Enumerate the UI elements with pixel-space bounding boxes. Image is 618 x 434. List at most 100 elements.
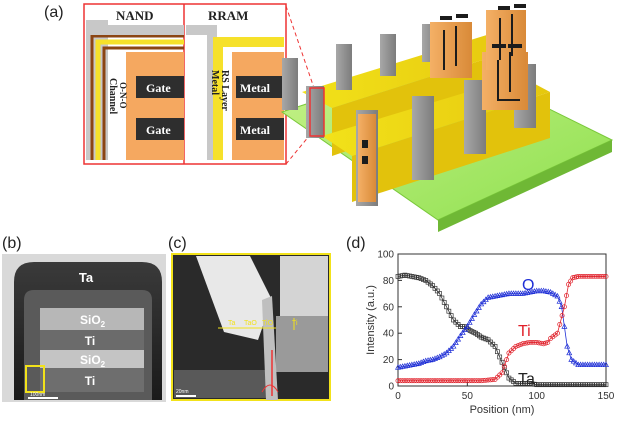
series-ti-point <box>557 321 563 327</box>
series-o-point <box>441 350 448 357</box>
series-o-point <box>415 360 422 366</box>
series-ti-point <box>460 378 466 384</box>
tem-b-ti-2: Ti <box>85 374 95 388</box>
series-o-point <box>566 349 573 356</box>
series-o-point <box>554 292 561 299</box>
series-o-point <box>561 323 568 329</box>
x-tick-label: 50 <box>462 391 474 402</box>
x-tick-label: 0 <box>395 391 401 402</box>
tem-b-scale: 100nm <box>30 392 45 398</box>
series-o-point <box>556 298 563 304</box>
series-ti-point <box>555 330 560 336</box>
inset-cross-section <box>83 3 287 165</box>
series-ti-point <box>580 273 586 279</box>
series-label-ta: Ta <box>518 371 535 388</box>
series-o-point <box>455 336 462 342</box>
series-ti-point <box>487 377 493 383</box>
series-ti-point <box>527 339 533 345</box>
series-o-point <box>457 332 464 338</box>
series-ti-point <box>476 378 482 384</box>
y-tick-label: 20 <box>383 355 395 366</box>
series-ti-point <box>457 378 463 384</box>
series-ti-point <box>451 378 456 384</box>
channel-label: Channel <box>107 78 118 114</box>
series-ti-point <box>513 343 519 349</box>
tem-c-scale: 20nm <box>176 389 189 395</box>
tem-b-ti-1: Ti <box>85 334 95 348</box>
series-ti-point <box>485 377 491 383</box>
series-o-point <box>570 358 577 364</box>
series-ti-point <box>453 378 459 384</box>
series-ti-point <box>531 339 537 345</box>
series-ti-point <box>404 378 410 384</box>
series-ta-point <box>499 359 505 365</box>
series-ti-point <box>446 378 452 384</box>
series-ti-point <box>536 340 542 346</box>
series-ti-point <box>439 378 445 384</box>
series-ti-point <box>448 378 454 384</box>
tem-b-sio2-1: SiO2 <box>80 313 106 329</box>
series-ti-point <box>455 378 461 384</box>
series-ti-point <box>585 273 590 279</box>
series-o-point <box>547 288 554 295</box>
series-ti-point <box>534 339 540 345</box>
x-tick-label: 100 <box>528 391 545 402</box>
panel-label-d: (d) <box>346 235 366 252</box>
series-ta-point <box>495 349 500 355</box>
series-o-point <box>438 352 445 358</box>
series-o-point <box>450 343 457 349</box>
series-ti-point <box>432 378 438 384</box>
series-o-point <box>436 353 443 360</box>
series-o-point <box>434 354 441 360</box>
series-ti-point <box>545 339 551 345</box>
series-o-point <box>568 356 575 362</box>
x-tick-label: 150 <box>598 391 615 402</box>
series-ti-point <box>469 378 475 384</box>
tem-b-sio2-2: SiO2 <box>80 353 106 369</box>
series-o-point <box>572 359 579 366</box>
series-label-o: O <box>522 277 534 294</box>
series-ta-point <box>441 300 447 305</box>
series-ti-point <box>598 273 604 279</box>
series-ti-point <box>582 273 588 279</box>
series-ti-point <box>400 378 406 384</box>
y-tick-label: 40 <box>383 329 395 340</box>
series-o-point <box>418 359 425 365</box>
series-ti-point <box>418 378 424 384</box>
series-ti-point <box>474 378 480 384</box>
y-tick-label: 80 <box>383 276 395 287</box>
series-ti-point <box>420 378 426 384</box>
series-ti-point <box>559 313 565 319</box>
series-o-point <box>471 311 478 317</box>
series-ti-point <box>407 378 413 384</box>
tem-c-ta: Ta <box>228 320 236 327</box>
panel-label-a: (a) <box>44 4 64 21</box>
tem-image-b <box>2 254 166 402</box>
series-ti-point <box>596 273 602 279</box>
series-ti-point <box>601 273 607 279</box>
y-axis-label: Intensity (a.u.) <box>365 285 377 355</box>
y-tick-label: 0 <box>388 382 394 393</box>
series-ti-point <box>589 273 595 279</box>
series-ta-point <box>444 304 449 310</box>
tem-image-c <box>171 253 331 401</box>
series-ti-point <box>490 377 496 383</box>
series-o-point <box>452 339 459 346</box>
panel-label-c: (c) <box>168 235 187 252</box>
series-ti-point <box>471 378 477 384</box>
series-ta-point <box>446 308 452 314</box>
series-ti-point <box>395 378 401 384</box>
series-ta-point <box>437 291 442 296</box>
series-ti-point <box>434 378 440 384</box>
plot-frame <box>397 253 607 387</box>
series-ti-point <box>423 378 429 384</box>
series-ti-point <box>441 378 447 384</box>
series-ti-point <box>501 363 507 369</box>
series-ta-point <box>504 370 509 376</box>
metal-label-2: Metal <box>240 123 271 137</box>
series-ti-point <box>587 273 593 279</box>
series-ti-point <box>543 340 549 346</box>
series-o-point <box>473 307 480 314</box>
series-ti-point <box>564 293 569 299</box>
